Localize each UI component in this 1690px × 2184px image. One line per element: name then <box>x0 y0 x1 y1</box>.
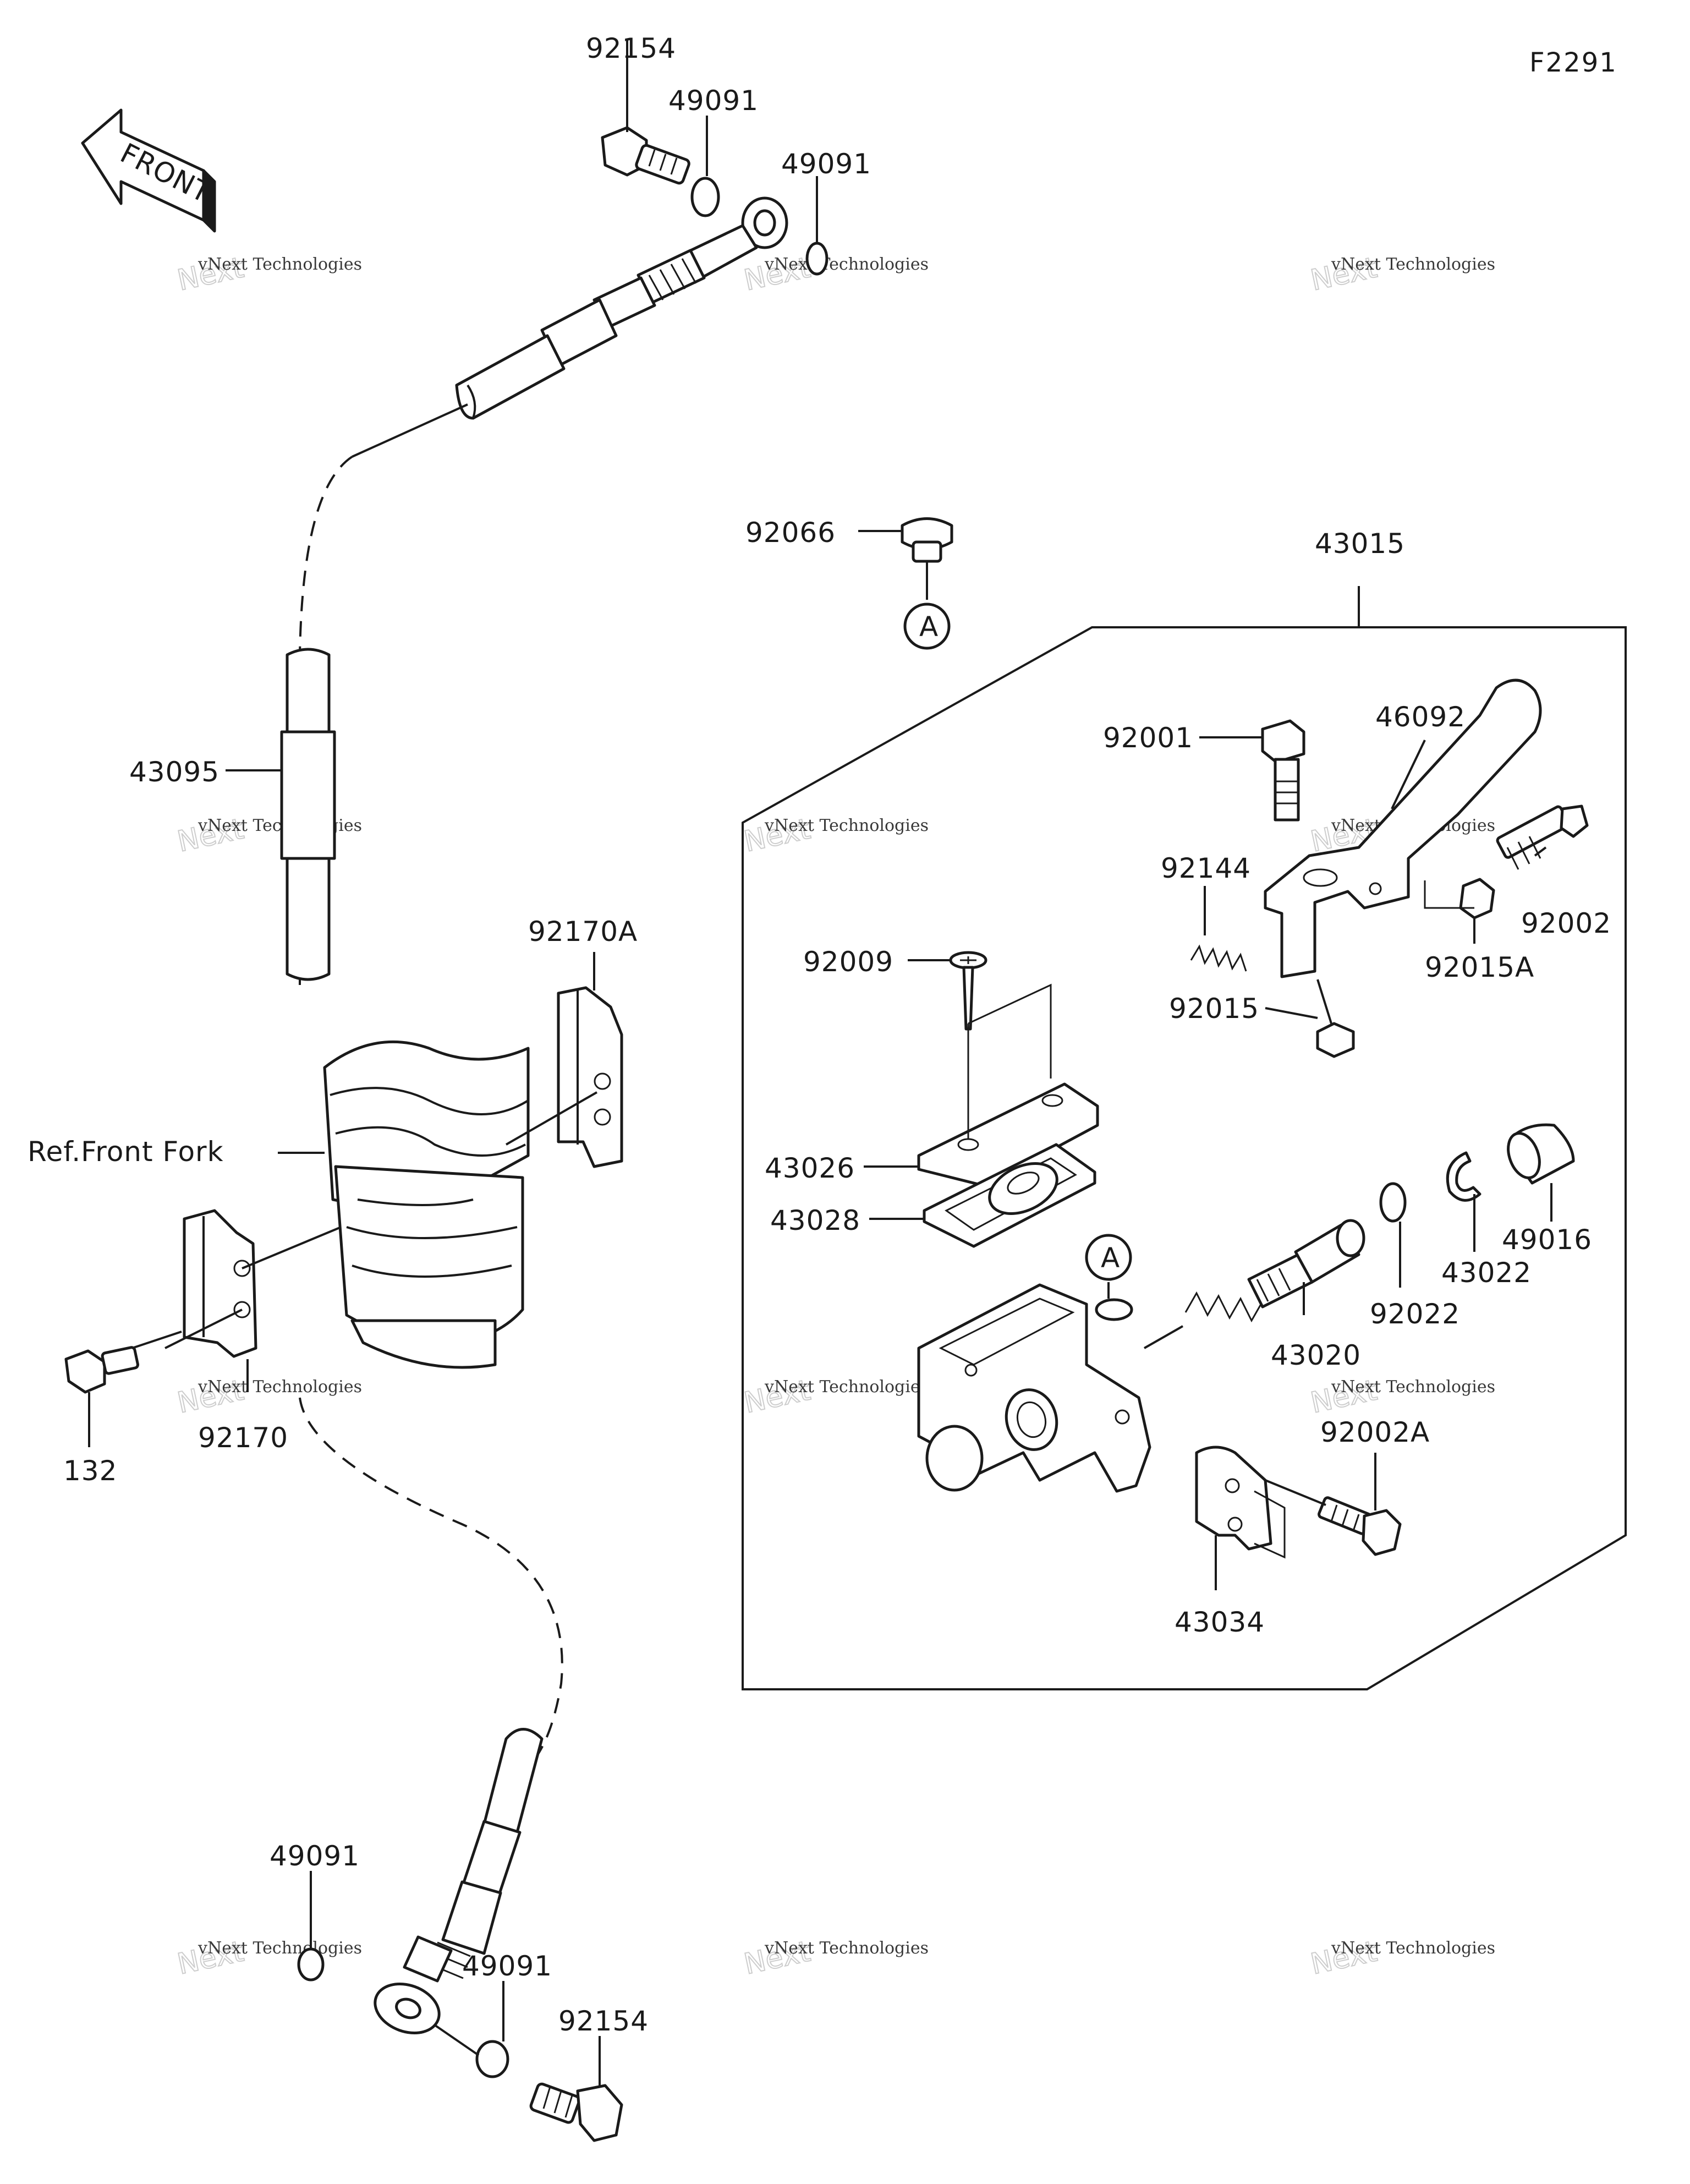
svg-text:A: A <box>919 611 939 643</box>
pivot-bolt-92001 <box>1261 719 1305 822</box>
spring-92144 <box>1190 944 1247 972</box>
marker-a-body: A <box>1085 1234 1132 1281</box>
washer-49091-b <box>805 242 828 276</box>
washer-92022 <box>1379 1182 1407 1223</box>
watermark-text: vNext Technologies <box>197 816 362 835</box>
label-49091-c: 49091 <box>270 1840 360 1872</box>
cover-43026 <box>917 1082 1099 1187</box>
master-cylinder-body <box>917 1283 1151 1493</box>
hose-clamp-92170A <box>557 986 623 1168</box>
watermark-text: vNext Technologies <box>764 1377 929 1397</box>
label-92144: 92144 <box>1161 852 1251 884</box>
watermark-text: vNext Technologies <box>197 1377 362 1397</box>
label-49016: 49016 <box>1502 1224 1592 1256</box>
banjo-bolt-92154-bottom <box>529 2082 623 2142</box>
label-132: 132 <box>63 1455 117 1487</box>
bolt-92002 <box>1496 804 1589 870</box>
label-46092: 46092 <box>1375 701 1466 733</box>
brake-hose-43095 <box>352 403 468 458</box>
label-92022: 92022 <box>1370 1298 1460 1330</box>
bolt-92002A <box>1318 1496 1402 1556</box>
label-92066: 92066 <box>745 517 836 549</box>
watermark-text: vNext Technologies <box>1331 1377 1495 1397</box>
label-92170A: 92170A <box>528 916 638 948</box>
watermark-text: vNext Technologies <box>1331 1939 1495 1958</box>
label-92015: 92015 <box>1169 993 1259 1025</box>
diaphragm-43028 <box>923 1143 1096 1248</box>
label-49091-b: 49091 <box>781 148 871 180</box>
label-92002: 92002 <box>1521 907 1611 939</box>
watermark-text: vNext Technologies <box>197 255 362 274</box>
lower-hose-fitting <box>374 1728 544 2034</box>
marker-a-top: A <box>903 603 951 650</box>
washer-49091-a <box>690 177 720 217</box>
label-92009: 92009 <box>803 946 893 978</box>
washer-49091-d <box>475 2040 509 2078</box>
watermark-text: vNext Technologies <box>764 255 929 274</box>
washer-49091-c <box>297 1947 325 1982</box>
svg-text:A: A <box>1101 1242 1120 1274</box>
label-43034: 43034 <box>1175 1606 1265 1638</box>
nut-92015A <box>1459 878 1495 919</box>
figure-code: F2291 <box>1529 47 1617 78</box>
label-92154-top: 92154 <box>586 32 676 64</box>
front-arrow-icon: FRONT <box>81 108 216 233</box>
label-43026: 43026 <box>765 1152 855 1184</box>
ref-front-fork-label: Ref.Front Fork <box>28 1136 224 1168</box>
label-43028: 43028 <box>770 1205 860 1236</box>
label-43095: 43095 <box>129 756 220 788</box>
watermark-text: vNext Technologies <box>197 1939 362 1958</box>
assembly-box-43015 <box>742 626 1627 1690</box>
boot-49016 <box>1507 1123 1575 1185</box>
screw-92009 <box>949 951 987 1031</box>
watermark-text: vNext Technologies <box>764 816 929 835</box>
label-49091-a: 49091 <box>668 85 759 117</box>
hose-protector <box>280 648 336 981</box>
label-92015A: 92015A <box>1425 951 1534 983</box>
piston-43020 <box>1184 1219 1365 1323</box>
front-fork <box>323 1040 530 1369</box>
lever-46092 <box>1264 678 1542 978</box>
upper-hose-fitting <box>455 196 788 420</box>
label-92001: 92001 <box>1103 722 1193 754</box>
label-43022: 43022 <box>1441 1257 1532 1289</box>
nut-92015 <box>1316 1022 1355 1058</box>
watermark-text: vNext Technologies <box>1331 255 1495 274</box>
label-43020: 43020 <box>1271 1339 1361 1371</box>
label-43015: 43015 <box>1315 528 1405 560</box>
cap-92066 <box>901 517 953 563</box>
banjo-bolt-92154-top <box>601 126 690 185</box>
label-92170: 92170 <box>198 1422 288 1454</box>
label-49091-d: 49091 <box>462 1950 552 1982</box>
watermark-text: vNext Technologies <box>764 1939 929 1958</box>
label-92154-bottom: 92154 <box>558 2005 649 2037</box>
holder-43034 <box>1195 1446 1272 1551</box>
hose-clamp-92170 <box>183 1209 257 1358</box>
label-92002A: 92002A <box>1320 1416 1430 1448</box>
circlip-43022 <box>1446 1151 1482 1202</box>
bolt-132 <box>64 1346 139 1394</box>
